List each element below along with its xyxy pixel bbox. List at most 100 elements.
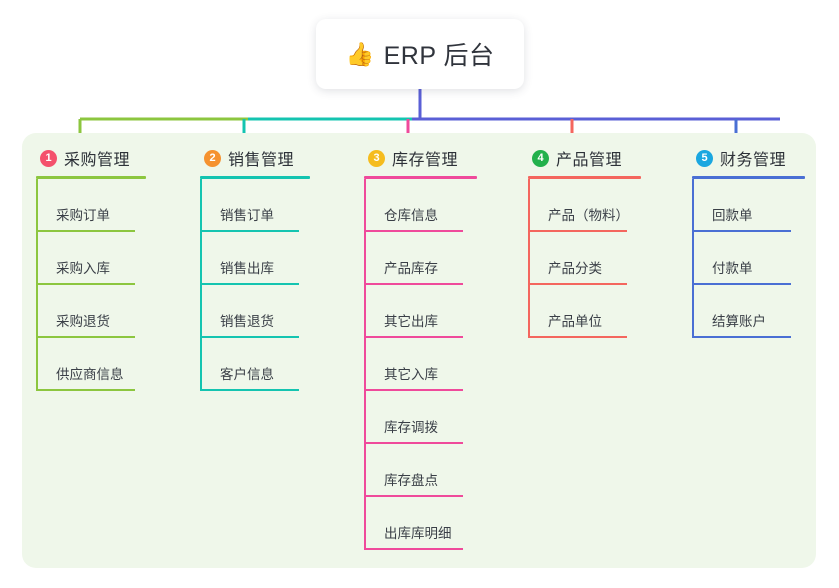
menu-item-label: 付款单 [712, 261, 753, 276]
menu-item-label: 库存盘点 [384, 473, 438, 488]
menu-item[interactable]: 销售订单 [200, 179, 364, 232]
menu-item-label: 回款单 [712, 208, 753, 223]
menu-item-rule [364, 389, 463, 391]
root-title-text: ERP 后台 [383, 42, 495, 70]
menu-item-rule [692, 283, 791, 285]
menu-item-label: 销售退货 [220, 314, 274, 329]
column-header-4[interactable]: 4 产品管理 [528, 146, 692, 170]
column-number-badge: 4 [532, 149, 549, 167]
column-5: 5 财务管理回款单付款单结算账户 [692, 146, 839, 338]
column-items: 仓库信息产品库存其它出库其它入库库存调拨库存盘点出库库明细 [364, 179, 528, 550]
menu-item-rule [200, 389, 299, 391]
column-title: 库存管理 [392, 152, 459, 169]
menu-item[interactable]: 采购订单 [36, 179, 200, 232]
menu-item-rule [364, 283, 463, 285]
menu-item-rule [36, 283, 135, 285]
column-items: 销售订单销售出库销售退货客户信息 [200, 179, 364, 391]
column-header-rule [36, 176, 146, 179]
menu-item-label: 产品单位 [548, 314, 602, 329]
menu-item-rule [692, 230, 791, 232]
menu-item[interactable]: 仓库信息 [364, 179, 528, 232]
column-spine [364, 179, 366, 550]
menu-item-label: 供应商信息 [56, 367, 124, 382]
menu-item-rule [364, 336, 463, 338]
column-header-rule [528, 176, 641, 179]
menu-item-rule [364, 495, 463, 497]
column-header-2[interactable]: 2 销售管理 [200, 146, 364, 170]
menu-item[interactable]: 其它入库 [364, 338, 528, 391]
menu-item-rule [364, 548, 463, 550]
column-number-badge: 3 [368, 149, 385, 167]
menu-item[interactable]: 库存盘点 [364, 444, 528, 497]
menu-item-rule [200, 283, 299, 285]
column-header-1[interactable]: 1 采购管理 [36, 146, 200, 170]
menu-item-label: 产品分类 [548, 261, 602, 276]
menu-item[interactable]: 销售出库 [200, 232, 364, 285]
column-items: 采购订单采购入库采购退货供应商信息 [36, 179, 200, 391]
menu-item-label: 其它出库 [384, 314, 438, 329]
column-spine [528, 179, 530, 338]
thumbs-up-icon: 👍 [345, 40, 375, 67]
column-header-3[interactable]: 3 库存管理 [364, 146, 528, 170]
column-number-badge: 2 [204, 149, 221, 167]
column-header-rule [364, 176, 477, 179]
menu-item[interactable]: 其它出库 [364, 285, 528, 338]
menu-item[interactable]: 销售退货 [200, 285, 364, 338]
column-title: 销售管理 [228, 152, 295, 169]
menu-item[interactable]: 产品（物料） [528, 179, 692, 232]
column-header-rule [200, 176, 310, 179]
menu-item[interactable]: 客户信息 [200, 338, 364, 391]
column-title: 财务管理 [720, 152, 787, 169]
column-spine [692, 179, 694, 338]
menu-item-label: 采购订单 [56, 208, 110, 223]
menu-item[interactable]: 采购入库 [36, 232, 200, 285]
menu-item-rule [36, 389, 135, 391]
menu-item[interactable]: 库存调拨 [364, 391, 528, 444]
column-2: 2 销售管理销售订单销售出库销售退货客户信息 [200, 146, 364, 391]
column-title: 产品管理 [556, 152, 623, 169]
menu-item-rule [36, 230, 135, 232]
menu-item-label: 销售出库 [220, 261, 274, 276]
menu-item-label: 库存调拨 [384, 420, 438, 435]
menu-item-rule [200, 230, 299, 232]
menu-item[interactable]: 结算账户 [692, 285, 839, 338]
menu-item[interactable]: 付款单 [692, 232, 839, 285]
menu-item-rule [364, 442, 463, 444]
menu-item[interactable]: 出库库明细 [364, 497, 528, 550]
root-node-label: 👍 ERP 后台 [345, 36, 494, 72]
menu-item-rule [528, 230, 627, 232]
menu-item[interactable]: 采购退货 [36, 285, 200, 338]
menu-item[interactable]: 产品单位 [528, 285, 692, 338]
column-3: 3 库存管理仓库信息产品库存其它出库其它入库库存调拨库存盘点出库库明细 [364, 146, 528, 550]
menu-item-label: 其它入库 [384, 367, 438, 382]
menu-item-label: 客户信息 [220, 367, 274, 382]
menu-item-rule [36, 336, 135, 338]
menu-item-label: 产品（物料） [548, 208, 629, 223]
menu-item-label: 产品库存 [384, 261, 438, 276]
menu-item-label: 销售订单 [220, 208, 274, 223]
menu-item-label: 采购入库 [56, 261, 110, 276]
menu-item-rule [528, 336, 627, 338]
menu-item-rule [528, 283, 627, 285]
menu-item[interactable]: 供应商信息 [36, 338, 200, 391]
column-number-badge: 5 [696, 149, 713, 167]
menu-item[interactable]: 产品分类 [528, 232, 692, 285]
column-title: 采购管理 [64, 152, 131, 169]
menu-item-rule [364, 230, 463, 232]
column-spine [200, 179, 202, 391]
menu-item-label: 仓库信息 [384, 208, 438, 223]
column-4: 4 产品管理产品（物料） 产品分类产品单位 [528, 146, 692, 338]
column-header-rule [692, 176, 805, 179]
column-items: 产品（物料） 产品分类产品单位 [528, 179, 692, 338]
menu-item[interactable]: 回款单 [692, 179, 839, 232]
menu-item[interactable]: 产品库存 [364, 232, 528, 285]
root-node[interactable]: 👍 ERP 后台 [316, 19, 524, 89]
column-1: 1 采购管理采购订单采购入库采购退货供应商信息 [36, 146, 200, 391]
menu-item-label: 采购退货 [56, 314, 110, 329]
column-spine [36, 179, 38, 391]
column-header-5[interactable]: 5 财务管理 [692, 146, 839, 170]
column-number-badge: 1 [40, 149, 57, 167]
column-items: 回款单付款单结算账户 [692, 179, 839, 338]
menu-item-label: 出库库明细 [384, 526, 452, 541]
